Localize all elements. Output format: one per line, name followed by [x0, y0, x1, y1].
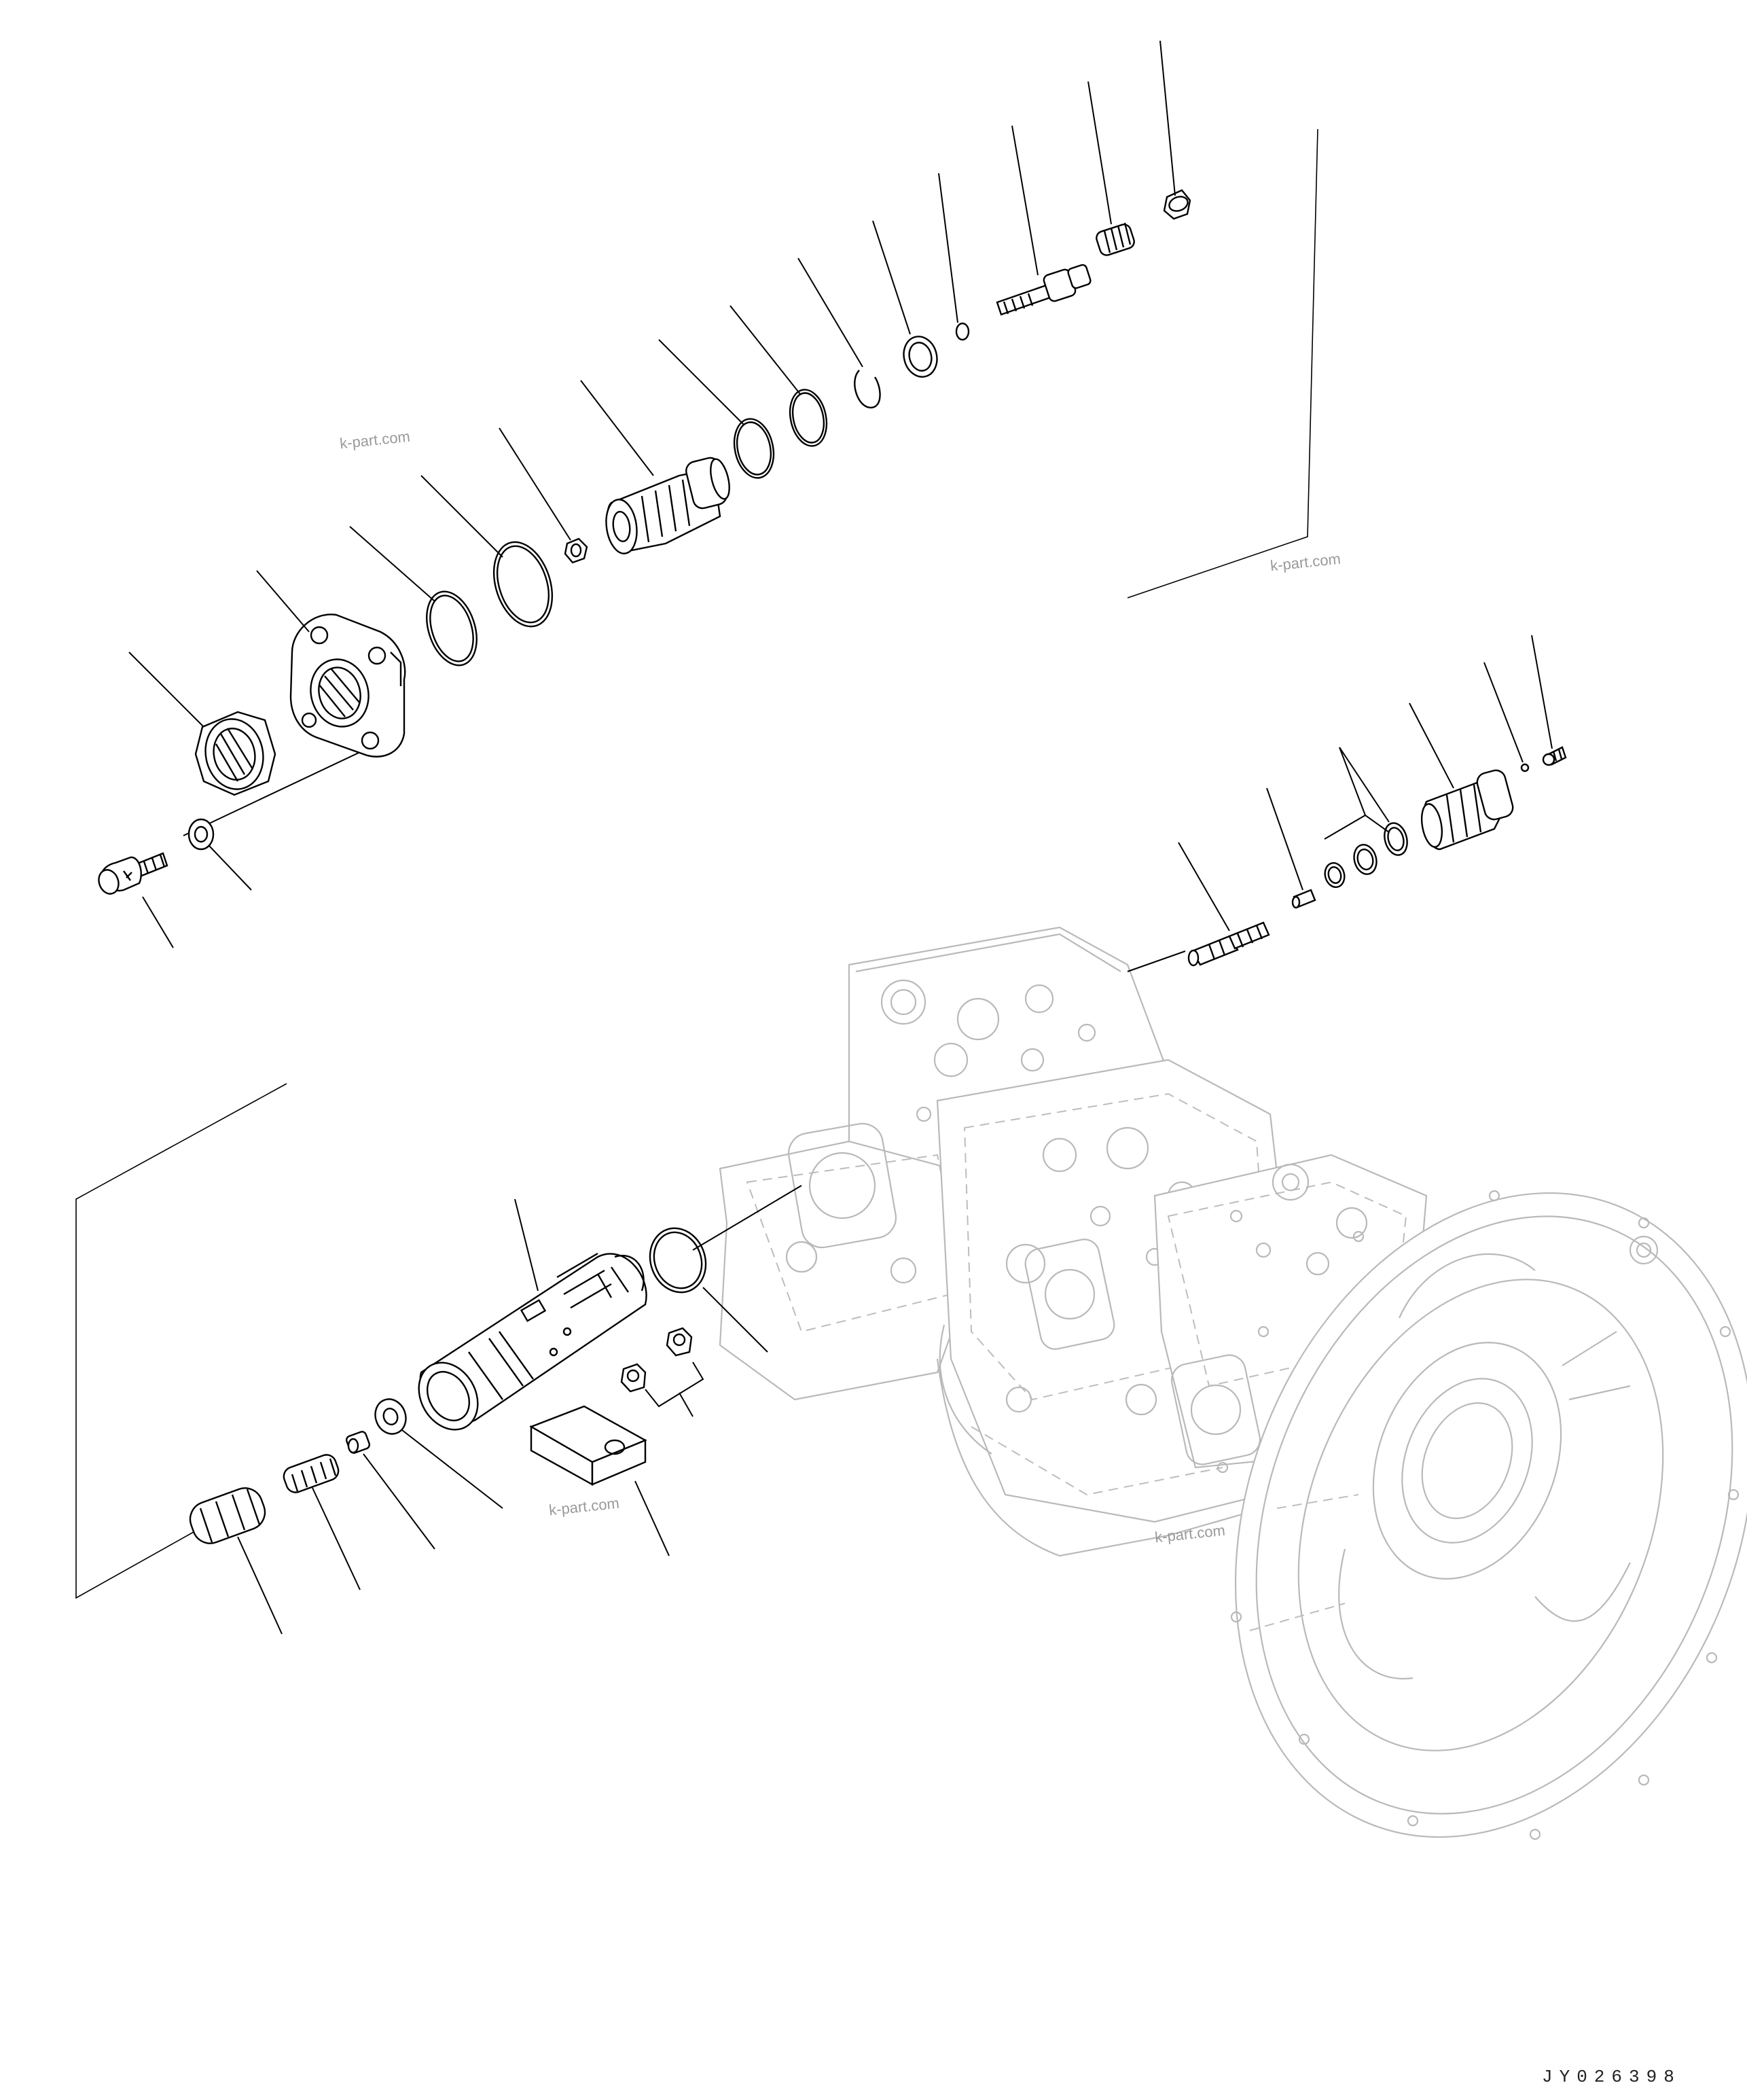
valve-sleeve-mid-part	[1420, 769, 1514, 851]
leader-19	[1409, 702, 1454, 789]
cap-screw-part	[98, 852, 168, 895]
cylinder-sleeve-part	[418, 1252, 647, 1431]
pin-mid-part	[1291, 889, 1316, 909]
plug-top-part	[1163, 189, 1191, 220]
group-frame-lower	[75, 1083, 287, 1599]
leader-24	[702, 1287, 768, 1353]
leader-08	[658, 339, 744, 425]
leader-13	[256, 570, 310, 633]
leader-02	[1087, 81, 1112, 225]
ring-mid-c-part	[1324, 862, 1346, 888]
o-ring-a-part	[789, 389, 828, 447]
drawing-code: JY026398	[1542, 2067, 1681, 2087]
leader-26	[679, 1392, 694, 1417]
leader-30	[312, 1487, 361, 1590]
leader-27	[634, 1480, 670, 1556]
leader-04	[938, 173, 958, 323]
leader-15	[209, 845, 252, 891]
ring-thick-part	[903, 336, 938, 378]
leader-17	[1531, 635, 1553, 749]
leader-bracket-rings	[1324, 814, 1390, 840]
leader-06	[797, 257, 863, 368]
rim-bolt-holes	[1217, 1190, 1740, 1840]
ring-mid-a-part	[1384, 822, 1408, 856]
leader-25	[514, 1198, 539, 1292]
leader-31	[237, 1536, 283, 1635]
spring-lower-small-part	[283, 1454, 340, 1493]
o-ring-c-part	[492, 541, 554, 628]
plug-lower-a-part	[666, 1327, 693, 1357]
pump-body-ghost	[719, 926, 1428, 1557]
leader-14	[128, 652, 204, 728]
leader-18	[1483, 662, 1524, 763]
flywheel-housing-ghost	[1217, 1190, 1747, 1840]
ball-mid-part	[1520, 763, 1530, 772]
axis-line-upper	[183, 747, 371, 836]
o-ring-lower-part	[649, 1227, 707, 1294]
piston-pin-part	[996, 264, 1092, 316]
spring-lower-large-part	[189, 1487, 266, 1544]
leader-01	[1159, 40, 1176, 196]
sleeve-part	[605, 457, 730, 554]
o-ring-d-part	[426, 590, 478, 666]
leader-21	[1339, 747, 1366, 816]
leader-11	[420, 475, 503, 558]
leader-12	[349, 526, 435, 602]
leader-10	[499, 427, 571, 541]
hex-nut-large-part	[194, 711, 276, 796]
spring-stopper-part	[345, 1431, 371, 1454]
washer-part	[187, 818, 215, 851]
leader-29	[363, 1453, 435, 1550]
spring-seat-part	[374, 1398, 407, 1435]
leader-03	[1011, 125, 1039, 276]
leader-07	[730, 305, 801, 395]
leader-bracket-plugs	[645, 1362, 704, 1408]
ring-mid-b-part	[1353, 844, 1377, 875]
leader-20	[1339, 747, 1390, 823]
nut-small-part	[564, 537, 588, 564]
leader-09	[580, 380, 654, 476]
axis-line-mid	[1127, 950, 1186, 972]
leader-05	[872, 220, 911, 335]
snap-ring-part	[854, 370, 881, 409]
group-frame-upper	[1127, 128, 1318, 599]
spring-small-top	[1096, 222, 1135, 256]
leader-22	[1266, 787, 1303, 891]
ball-small-part	[955, 322, 970, 341]
shim-block-part	[529, 1405, 647, 1487]
flange-cover-part	[289, 613, 406, 758]
leader-28	[401, 1429, 503, 1509]
axis-line-lower	[692, 1185, 802, 1251]
spool-mid-part	[1187, 921, 1270, 967]
leader-23	[1178, 842, 1230, 931]
plug-lower-b-part	[620, 1363, 647, 1393]
leader-16	[142, 896, 174, 948]
o-ring-b-part	[733, 418, 775, 479]
set-screw-mid-part	[1542, 746, 1567, 766]
